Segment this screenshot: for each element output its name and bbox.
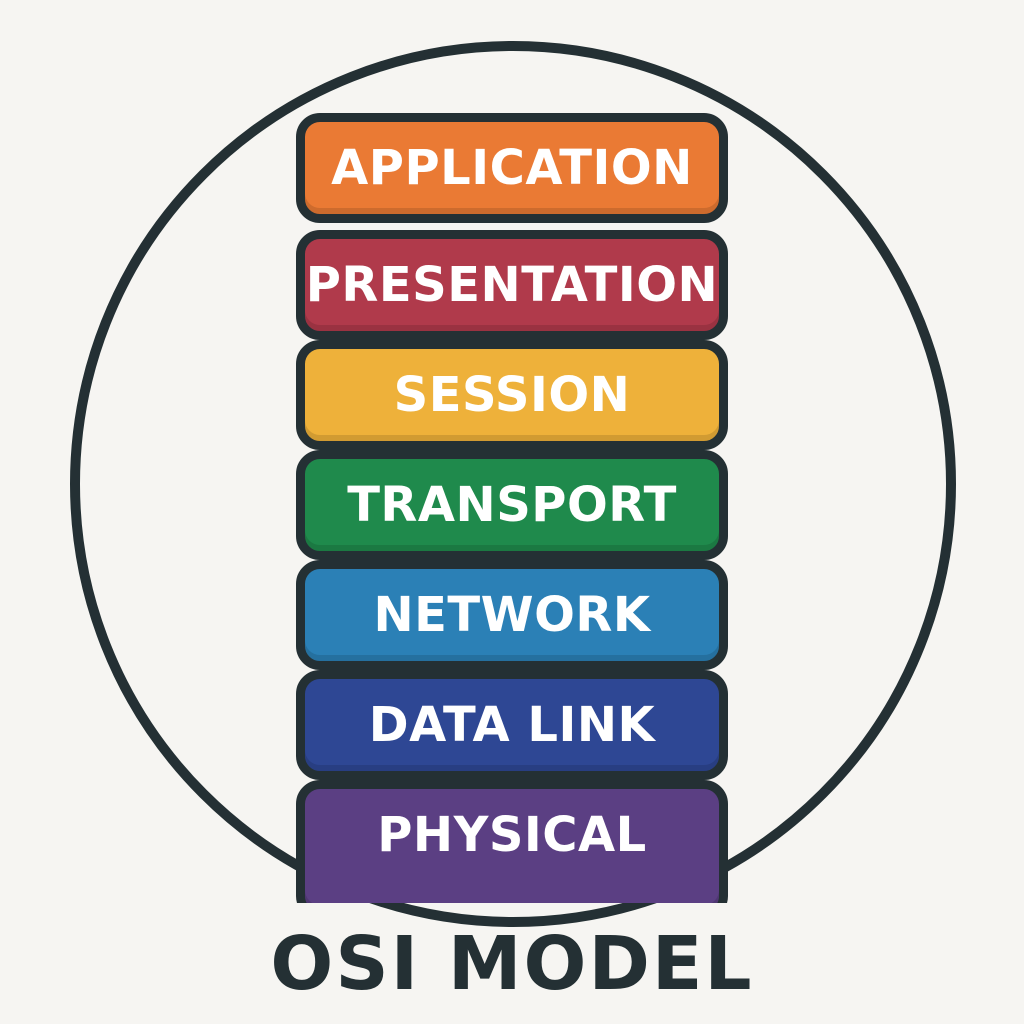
layer-label: SESSION [393, 367, 631, 423]
layer-session: SESSION [296, 340, 728, 450]
layer-network: NETWORK [296, 560, 728, 670]
layer-label: PRESENTATION [305, 257, 719, 313]
layer-data-link: DATA LINK [296, 670, 728, 780]
layer-label: NETWORK [373, 587, 651, 643]
layer-label: APPLICATION [331, 140, 693, 196]
layer-transport: TRANSPORT [296, 450, 728, 560]
diagram-title: OSI MODEL [270, 921, 754, 1007]
layer-label: DATA LINK [368, 697, 656, 753]
layer-physical: PHYSICAL [296, 780, 728, 903]
enclosing-circle [70, 41, 956, 927]
layer-label: PHYSICAL [377, 807, 647, 863]
layer-stack: APPLICATION PRESENTATION SESSION TRANSPO… [296, 113, 728, 903]
layer-label: TRANSPORT [347, 477, 677, 533]
layer-application: APPLICATION [296, 113, 728, 223]
layer-presentation: PRESENTATION [296, 230, 728, 340]
